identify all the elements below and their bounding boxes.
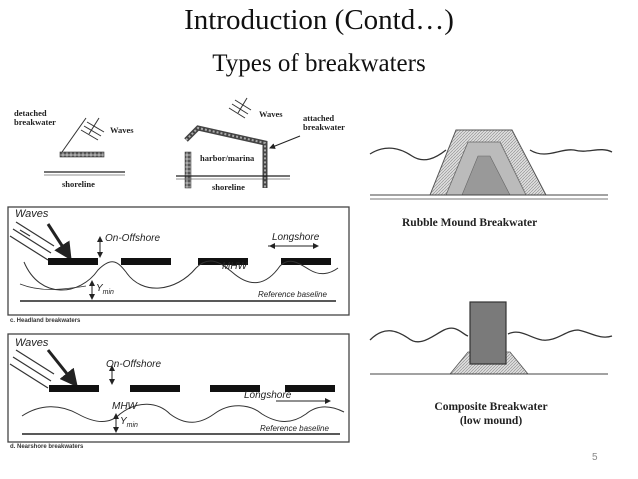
ymin-label: Ymin <box>96 283 114 297</box>
nearshore-shoreline <box>21 403 345 423</box>
headland-caption: c. Headland breakwaters <box>10 318 81 324</box>
breakwater-segment <box>121 258 171 265</box>
baseline-label: Reference baseline <box>258 290 327 299</box>
mhw-label: MHW <box>112 401 137 412</box>
composite-breakwater-diagram <box>369 301 613 375</box>
waves-icon <box>80 117 105 141</box>
breakwater-segment <box>130 385 180 392</box>
waves-icon <box>9 349 55 389</box>
page-number: 5 <box>592 452 598 463</box>
wave-direction-arrow <box>46 223 72 261</box>
waves-icon <box>9 221 55 261</box>
longshore-label: Longshore <box>272 232 320 243</box>
nearshore-breakwaters-diagram <box>7 333 350 443</box>
rubble-mound-diagram <box>369 129 613 200</box>
rubble-mound-title: Rubble Mound Breakwater <box>402 217 538 229</box>
slide-title: Introduction (Contd…) <box>184 4 454 36</box>
headland-shoreline <box>23 260 339 291</box>
waves-label: Waves <box>15 208 49 220</box>
caisson <box>469 301 507 365</box>
detached-breakwater-diagram <box>44 117 125 176</box>
waves-icon <box>228 97 252 119</box>
detached-pointer-line <box>61 117 87 153</box>
breakwater-segment <box>285 385 335 392</box>
mhw-label: MHW <box>222 261 247 272</box>
attached-breakwater-diagram <box>176 97 301 189</box>
water-surface <box>369 327 613 343</box>
wave-direction-arrow <box>46 349 78 388</box>
baseline-label: Reference baseline <box>260 424 329 433</box>
shoreline-label: shoreline <box>212 182 245 192</box>
nearshore-caption: d. Nearshore breakwaters <box>10 444 84 450</box>
breakwater-segment <box>48 258 98 265</box>
marina-jetty <box>184 151 192 189</box>
shoreline-label: shoreline <box>62 179 95 189</box>
composite-title: Composite Breakwater(low mound) <box>434 401 548 427</box>
ymin-label: Ymin <box>120 416 138 430</box>
waves-label: Waves <box>15 337 49 349</box>
waves-label: Waves <box>259 109 283 119</box>
breakwater-segment <box>198 258 248 265</box>
harbor-label: harbor/marina <box>200 153 255 163</box>
slide-subtitle: Types of breakwaters <box>212 50 426 77</box>
headland-breakwaters-diagram <box>7 206 350 316</box>
waves-label: Waves <box>110 125 134 135</box>
detached-breakwater-structure <box>59 151 105 158</box>
on-offshore-label: On-Offshore <box>106 359 162 370</box>
breakwater-segment <box>49 385 99 392</box>
longshore-label: Longshore <box>244 390 292 401</box>
water-surface <box>369 147 613 161</box>
breakwater-segment <box>210 385 260 392</box>
breakwater-segment <box>281 258 331 265</box>
attached-pointer-arrow <box>269 135 301 149</box>
on-offshore-label: On-Offshore <box>105 233 161 244</box>
